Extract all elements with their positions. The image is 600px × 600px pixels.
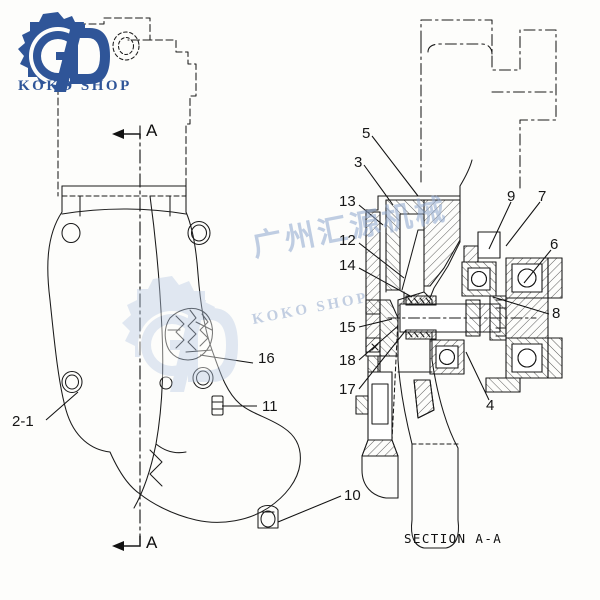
callout-7: 7	[538, 188, 547, 205]
section-marker-bottom-a: A	[146, 533, 158, 552]
callout-17: 17	[339, 381, 356, 398]
callout-5: 5	[362, 125, 371, 142]
section-bearing-upper-inner	[461, 261, 497, 297]
section-seal-lower	[405, 329, 437, 340]
section-bearing-upper	[505, 257, 549, 299]
callout-6: 6	[550, 236, 559, 253]
section-arrow-bottom	[112, 535, 141, 551]
callout-15: 15	[339, 319, 356, 336]
section-lower-left-flange	[355, 371, 399, 499]
section-view-title: SECTION A-A	[404, 531, 503, 546]
left-housing-top-outline	[57, 17, 197, 197]
part-16-detail	[164, 307, 213, 361]
section-hub-collar	[463, 231, 501, 263]
left-flange-band	[61, 185, 187, 217]
leader-lines-section	[358, 135, 552, 401]
callout-3: 3	[354, 154, 363, 171]
section-nut-stack	[465, 295, 507, 341]
section-bearing-lower	[505, 337, 549, 379]
part-10-detail	[257, 504, 279, 529]
section-seal-upper	[405, 295, 437, 306]
callout-12: 12	[339, 232, 356, 249]
callout-4: 4	[486, 397, 495, 414]
section-arrow-top	[112, 129, 141, 139]
part-11-detail	[211, 395, 224, 416]
left-body-inner-contour	[133, 195, 187, 509]
callout-11: 11	[262, 398, 278, 415]
callout-9: 9	[507, 188, 516, 205]
section-retainer-parts	[365, 299, 381, 373]
callout-18: 18	[339, 352, 356, 369]
callout-13: 13	[339, 193, 356, 210]
section-marker-top-a: A	[146, 121, 158, 140]
callout-16: 16	[258, 350, 275, 367]
watermark-brand-top: KOKO SHOP	[18, 78, 132, 94]
section-phantom-outline	[420, 19, 557, 191]
callout-8: 8	[552, 305, 561, 322]
left-body-outline	[47, 211, 301, 523]
left-top-boss	[112, 31, 140, 61]
callout-10: 10	[344, 487, 361, 504]
left-bolt-holes	[61, 220, 214, 394]
callout-14: 14	[339, 257, 356, 274]
leader-lines-left	[45, 354, 342, 523]
section-lower-bore	[391, 317, 399, 441]
section-outer-flange	[485, 257, 563, 393]
callout-2-1: 2-1	[12, 413, 34, 430]
section-lower-body	[397, 359, 459, 549]
section-bearing-lower-inner	[429, 339, 465, 375]
left-small-dot	[83, 52, 89, 58]
